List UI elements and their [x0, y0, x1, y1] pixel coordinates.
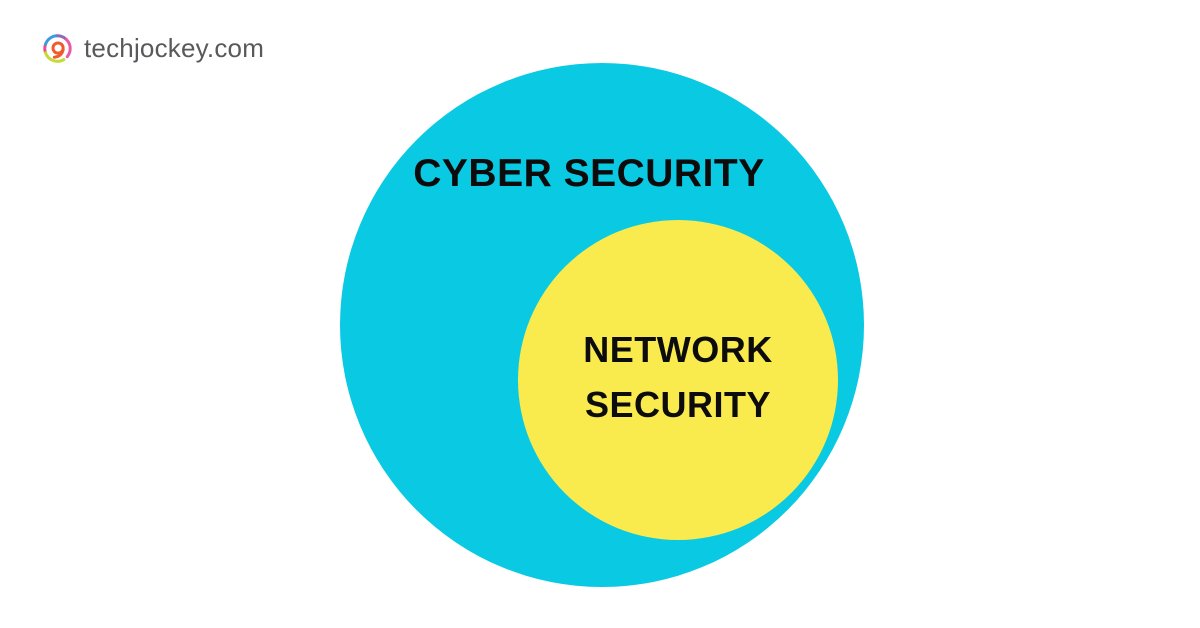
brand-name: techjockey.com: [84, 33, 265, 63]
brand-logo: techjockey.com: [42, 33, 264, 64]
cyber-security-label: CYBER SECURITY: [413, 152, 765, 195]
network-security-label-line1: NETWORK: [583, 329, 773, 370]
inner-circle-network-security: [518, 220, 838, 540]
network-security-label-line2: SECURITY: [584, 384, 772, 425]
network-security-label: NETWORK SECURITY: [583, 322, 772, 432]
techjockey-swirl-icon: [43, 34, 72, 63]
